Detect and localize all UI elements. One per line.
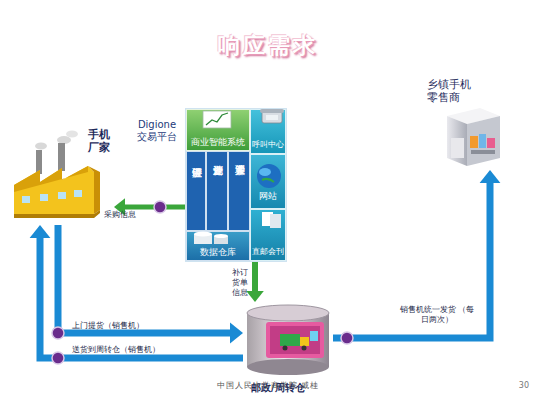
slide-title: 响应需求 bbox=[0, 32, 536, 58]
edge-label: 补订 货单 信息 bbox=[231, 268, 249, 298]
node-text: 商业智能系统 bbox=[187, 137, 249, 148]
node-text: Digione 交易平台 bbox=[132, 119, 182, 143]
arrow-head bbox=[30, 225, 51, 238]
footer-note: 中国人民大学商学院 戚桂 bbox=[0, 381, 536, 391]
warehouse-cylinder bbox=[247, 305, 329, 375]
erp-box: 企业资源计划 bbox=[206, 151, 228, 231]
factory-node: 手机 厂家 bbox=[8, 125, 114, 225]
call-center-box: 呼叫中心 bbox=[250, 109, 286, 154]
flow-arrow bbox=[246, 262, 264, 302]
node-text: 网站 bbox=[251, 191, 285, 202]
connector-line bbox=[333, 182, 490, 338]
platform-panel: Digione 交易平台商业智能系统呼叫中心供应链管理企业资源计划客户关系管理网… bbox=[185, 108, 287, 262]
edge-label: 送货到周转仓（销售机） bbox=[72, 345, 202, 355]
crm-box: 客户关系管理 bbox=[228, 151, 250, 231]
node-text: 数据仓库 bbox=[187, 247, 249, 258]
connector-line bbox=[252, 262, 258, 292]
flow-arrow bbox=[333, 170, 500, 338]
retailer-building-icon bbox=[447, 108, 500, 166]
edge-label: 销售机统一发货 （每日两次） bbox=[398, 305, 476, 325]
retailer-node: 乡镇手机 零售商 bbox=[425, 78, 505, 170]
edge-label: 采购信息 bbox=[104, 210, 154, 220]
node-text: 直邮会刊 bbox=[251, 247, 285, 257]
direct-mail-box: 直邮会刊 bbox=[250, 209, 286, 261]
node-text: 手机 厂家 bbox=[86, 128, 112, 154]
data-warehouse-box: 数据仓库 bbox=[186, 231, 250, 261]
arrow-head bbox=[246, 291, 264, 302]
arrow-head bbox=[230, 323, 243, 344]
bi-system-box: 商业智能系统 bbox=[186, 109, 250, 151]
page-number: 30 bbox=[505, 381, 529, 391]
connector-line bbox=[124, 205, 185, 210]
arrow-head bbox=[480, 170, 501, 183]
factory-icon bbox=[14, 131, 100, 219]
warehouse-node: 邮政/周转仓 bbox=[243, 302, 333, 394]
edge-label: 上门提货（销售机） bbox=[72, 321, 182, 331]
node-text: 呼叫中心 bbox=[251, 140, 285, 150]
scm-box: 供应链管理 bbox=[186, 151, 206, 231]
node-text: 乡镇手机 零售商 bbox=[427, 78, 475, 104]
website-box: 网站 bbox=[250, 154, 286, 209]
